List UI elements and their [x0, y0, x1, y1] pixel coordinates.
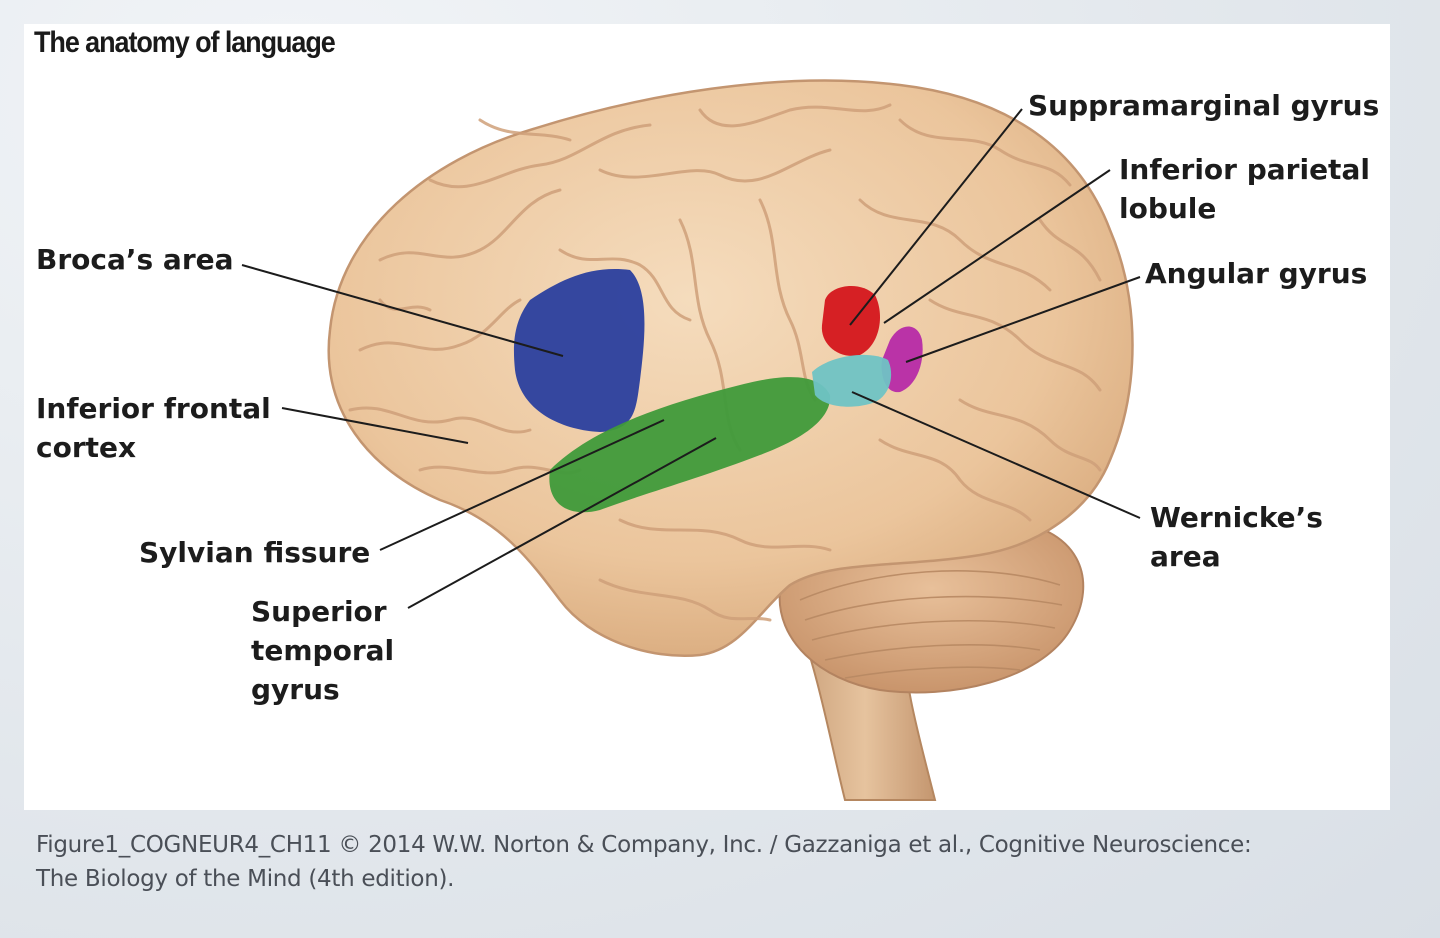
region-wernickes-area — [812, 354, 892, 407]
label-brocas-area: Broca’s area — [36, 243, 234, 276]
figure-caption: Figure1_COGNEUR4_CH11 © 2014 W.W. Norton… — [36, 828, 1252, 896]
leader-brocas-area — [241, 264, 564, 357]
label-wernickes-area-line2: area — [1150, 540, 1221, 573]
leader-sylvian-fissure — [379, 419, 665, 551]
label-superior-temporal-gyrus-line1: Superior — [251, 595, 387, 628]
leader-lines — [241, 108, 1141, 609]
label-wernickes-area: Wernicke’s area — [1150, 498, 1323, 576]
label-inferior-frontal-cortex-line2: cortex — [36, 431, 137, 464]
label-wernickes-area-line1: Wernicke’s — [1150, 501, 1323, 534]
region-angular-gyrus — [881, 326, 923, 393]
cerebellum-folds — [799, 570, 1063, 679]
leader-inferior-frontal-cortex — [281, 407, 469, 444]
label-suppramarginal-gyrus: Suppramarginal gyrus — [1028, 89, 1380, 122]
figure-caption-line2: The Biology of the Mind (4th edition). — [36, 866, 455, 892]
label-inferior-frontal-cortex: Inferior frontal cortex — [36, 389, 271, 467]
leader-wernickes-area — [851, 391, 1141, 519]
label-inferior-parietal-lobule-line2: lobule — [1119, 192, 1217, 225]
label-angular-gyrus: Angular gyrus — [1145, 257, 1368, 290]
label-superior-temporal-gyrus: Superior temporal gyrus — [251, 592, 394, 709]
leader-inferior-parietal-lobule — [883, 169, 1111, 324]
region-suppramarginal-gyrus — [821, 285, 880, 356]
label-superior-temporal-gyrus-line3: gyrus — [251, 673, 340, 706]
leader-angular-gyrus — [905, 276, 1141, 363]
label-superior-temporal-gyrus-line2: temporal — [251, 634, 395, 667]
leader-suppramarginal-gyrus — [849, 108, 1023, 326]
figure-title: The anatomy of language — [34, 26, 336, 59]
label-sylvian-fissure: Sylvian fissure — [139, 536, 371, 569]
label-inferior-parietal-lobule-line1: Inferior parietal — [1119, 153, 1370, 186]
region-brocas-area — [513, 269, 645, 432]
gyri-texture — [348, 103, 1102, 622]
label-inferior-parietal-lobule: Inferior parietal lobule — [1119, 150, 1370, 228]
figure-caption-line1: Figure1_COGNEUR4_CH11 © 2014 W.W. Norton… — [36, 832, 1252, 858]
region-superior-temporal-gyrus — [549, 377, 831, 513]
leader-superior-temporal-gyrus — [407, 437, 717, 609]
label-inferior-frontal-cortex-line1: Inferior frontal — [36, 392, 271, 425]
